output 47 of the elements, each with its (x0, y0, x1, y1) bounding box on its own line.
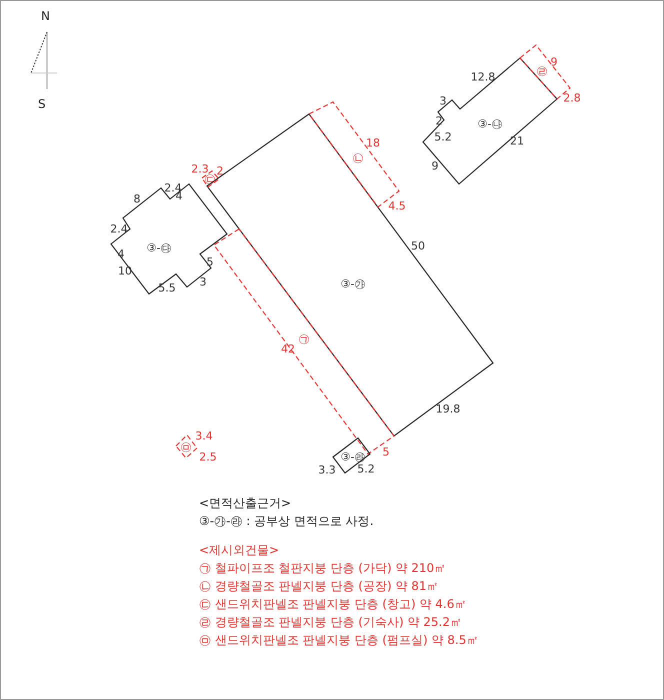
note-text: ㉢ 샌드위치판넬조 판넬지붕 단층 (창고) 약 4.6㎡ (199, 598, 466, 610)
dimension-label: 5.5 (158, 282, 176, 294)
building-label: ㉢ (204, 174, 216, 184)
building-label: ㉠ (298, 334, 310, 344)
note-text: ㉤ 샌드위치판넬조 판넬지붕 단층 (펌프실) 약 8.5㎡ (199, 634, 478, 646)
compass-letter: S (38, 98, 46, 110)
note-text: ㉣ 경량철골조 판넬지붕 단층 (기숙사) 약 25.2㎡ (199, 616, 462, 628)
dimension-label: 3.3 (318, 464, 336, 476)
dimension-label: 42 (281, 344, 295, 354)
dimension-label: 4 (176, 190, 182, 202)
building-label: ③-㉰ (146, 242, 172, 254)
note-text: ③-㉮-㉱ : 공부상 면적으로 사정. (199, 515, 374, 527)
building-label: ③-㉯ (478, 118, 502, 130)
dimension-label: 3.4 (195, 430, 213, 442)
dimension-label: 19.8 (436, 404, 460, 414)
dimension-label: 2.3 (191, 164, 209, 174)
dimension-label: 5 (206, 256, 214, 268)
compass-letter: N (41, 10, 50, 22)
dimension-label: 2.5 (199, 452, 217, 462)
note-text: ㉠ 철파이프조 철판지붕 단층 (가닥) 약 210㎡ (199, 562, 446, 574)
building-label: ③-㉱ (340, 452, 366, 462)
dimension-label: 10 (118, 266, 132, 276)
dimension-label: 18 (366, 138, 380, 148)
building-label: ③-㉮ (340, 278, 366, 290)
dimension-label: 3 (200, 276, 206, 288)
dimension-label: 4 (118, 248, 124, 260)
dimension-label: 9 (432, 160, 438, 172)
dimension-label: 50 (411, 240, 425, 252)
dimension-label: 9 (550, 56, 558, 68)
dimension-label: 21 (510, 136, 524, 146)
note-heading: <제시외건물> (199, 544, 280, 556)
dimension-label: 2.4 (110, 224, 128, 234)
note-text: ㉡ 경량철골조 판넬지붕 단층 (공장) 약 81㎡ (199, 580, 439, 592)
dimension-label: 8 (134, 194, 140, 204)
dimension-label: 5.2 (357, 464, 375, 474)
dimension-label: 4.5 (388, 200, 406, 212)
dimension-label: 5.2 (434, 132, 452, 142)
dimension-label: 5 (382, 446, 390, 458)
building-label: ㉤ (180, 442, 192, 452)
building-label: ㉡ (352, 152, 364, 164)
dimension-label: 12.8 (470, 72, 496, 82)
dimension-label: 2 (216, 166, 224, 176)
dimension-label: 2.8 (563, 92, 581, 104)
note-heading: <면적산출근거> (199, 497, 292, 509)
building-label: ㉣ (536, 66, 548, 76)
dimension-label: 2 (436, 116, 442, 126)
dimension-label: 3 (440, 96, 446, 106)
